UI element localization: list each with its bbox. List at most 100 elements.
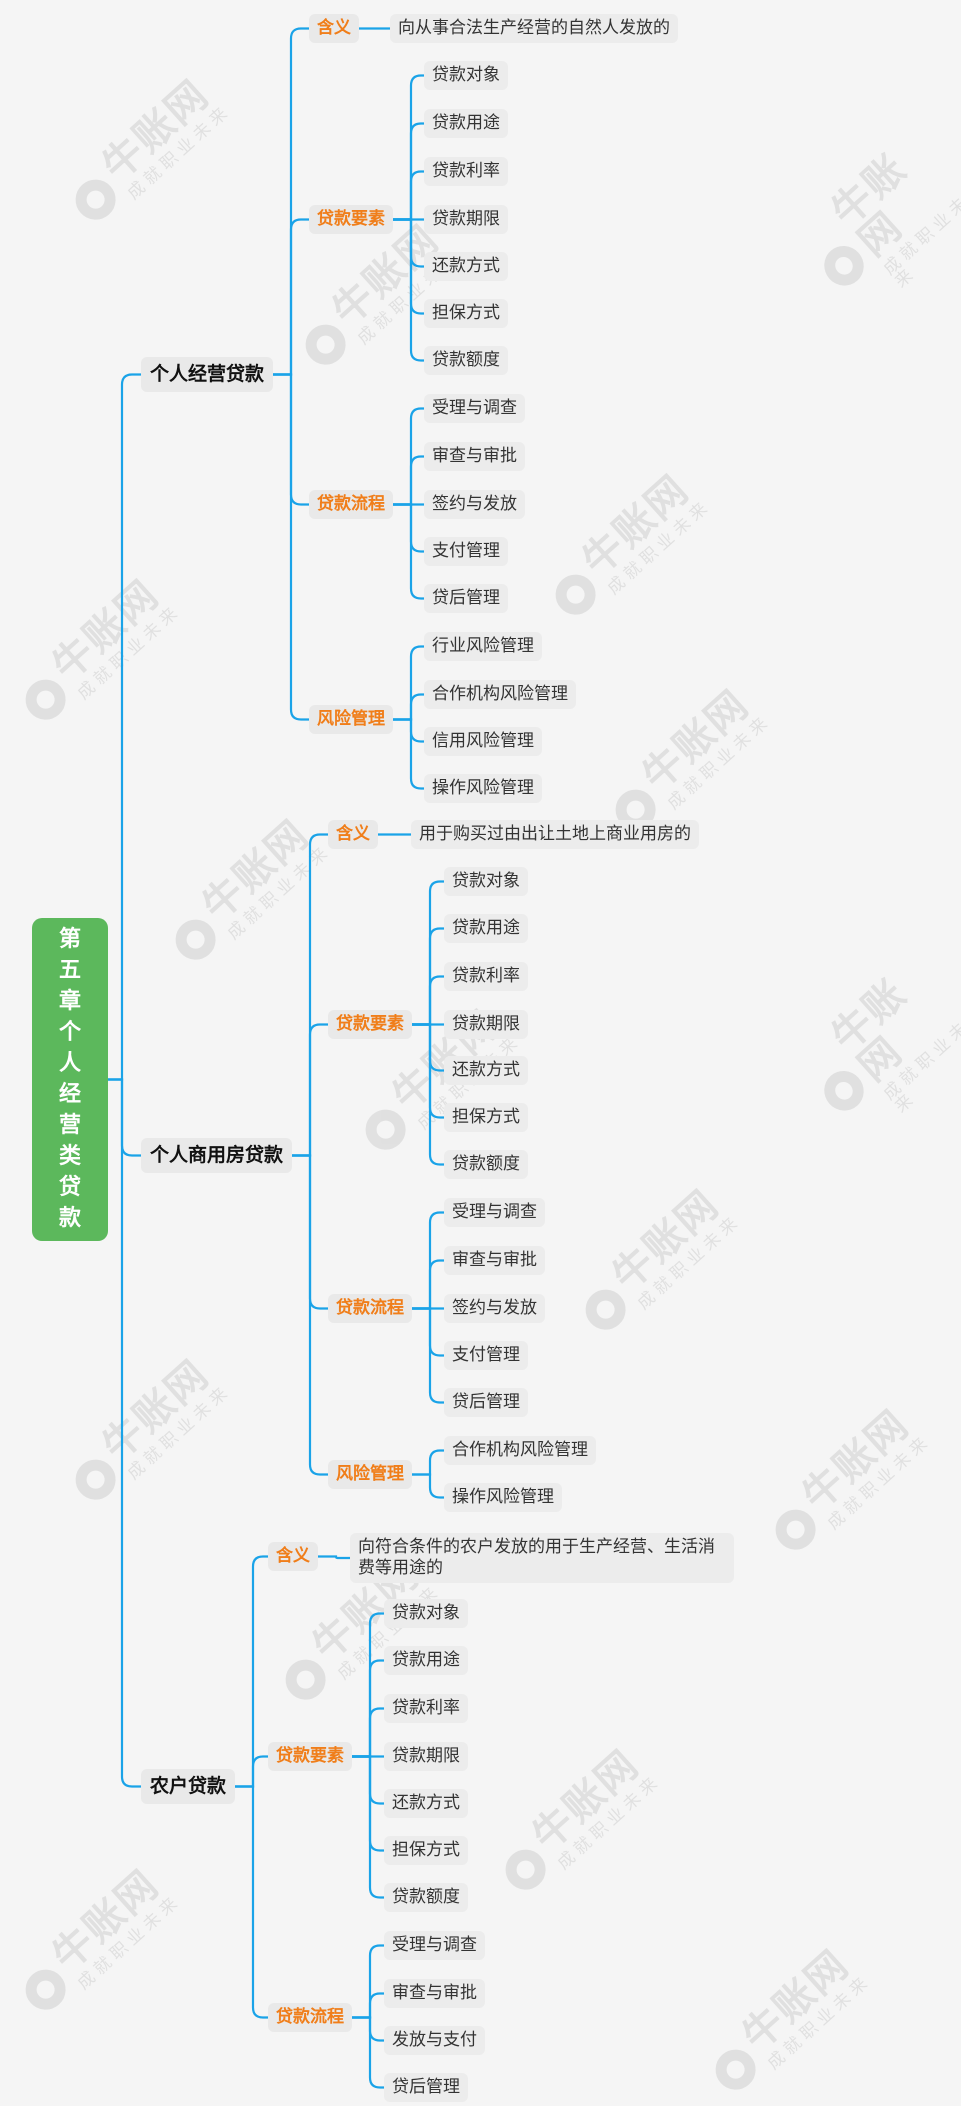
connector-line (106, 373, 143, 1081)
category-node-loan-process[interactable]: 贷款流程 (309, 490, 393, 519)
category-node-loan-elements[interactable]: 贷款要素 (268, 1742, 352, 1771)
leaf-node[interactable]: 贷款对象 (444, 867, 528, 896)
leaf-node[interactable]: 向符合条件的农户发放的用于生产经营、生活消费等用途的 (350, 1533, 734, 1583)
branch-node-commercial-property-loan[interactable]: 个人商用房贷款 (141, 1138, 293, 1173)
leaf-node[interactable]: 审查与审批 (384, 1979, 485, 2008)
leaf-node[interactable]: 操作风险管理 (444, 1483, 562, 1512)
leaf-node[interactable]: 贷款利率 (424, 157, 508, 186)
connector-line (410, 1449, 446, 1476)
leaf-node[interactable]: 贷款用途 (384, 1646, 468, 1675)
leaf-node[interactable]: 贷后管理 (444, 1388, 528, 1417)
leaf-node[interactable]: 操作风险管理 (424, 774, 542, 803)
connector-line (290, 833, 330, 1157)
connector-line (391, 218, 426, 268)
leaf-node[interactable]: 贷款期限 (384, 1742, 468, 1771)
connector-line (410, 975, 446, 1026)
leaf-node[interactable]: 贷款用途 (444, 914, 528, 943)
category-node-definition[interactable]: 含义 (309, 14, 359, 43)
leaf-node[interactable]: 支付管理 (424, 537, 508, 566)
connector-line (350, 1612, 386, 1758)
connector-line (350, 1944, 386, 2019)
connector-line (350, 1755, 386, 1899)
category-node-loan-process[interactable]: 贷款流程 (268, 2003, 352, 2032)
leaf-node[interactable]: 贷款利率 (444, 962, 528, 991)
connector-line (233, 1555, 270, 1788)
category-node-definition[interactable]: 含义 (268, 1542, 318, 1571)
leaf-node[interactable]: 贷后管理 (424, 584, 508, 613)
leaf-node[interactable]: 用于购买过由出让土地上商业用房的 (411, 820, 699, 849)
connector-line (391, 718, 426, 743)
connector-line (350, 1755, 386, 1805)
leaf-node[interactable]: 审查与审批 (444, 1246, 545, 1275)
leaf-node[interactable]: 签约与发放 (424, 490, 525, 519)
leaf-node[interactable]: 贷款额度 (444, 1150, 528, 1179)
leaf-node[interactable]: 还款方式 (384, 1789, 468, 1818)
connector-line (410, 1259, 446, 1310)
leaf-node[interactable]: 贷款利率 (384, 1694, 468, 1723)
connector-line (410, 880, 446, 1026)
leaf-node[interactable]: 担保方式 (384, 1836, 468, 1865)
leaf-node[interactable]: 合作机构风险管理 (444, 1436, 596, 1465)
leaf-node[interactable]: 审查与审批 (424, 442, 525, 471)
connector-line (316, 1555, 352, 1560)
leaf-node[interactable]: 受理与调查 (424, 394, 525, 423)
category-node-definition[interactable]: 含义 (328, 820, 378, 849)
connector-line (233, 1785, 270, 2019)
connector-line (410, 1307, 446, 1357)
branch-node-farmer-loan[interactable]: 农户贷款 (141, 1769, 236, 1804)
leaf-node[interactable]: 还款方式 (424, 252, 508, 281)
leaf-node[interactable]: 贷款额度 (424, 346, 508, 375)
leaf-node[interactable]: 贷款对象 (424, 61, 508, 90)
connector-line (290, 1154, 330, 1476)
root-node[interactable]: 第五章个人经营类贷款 (32, 918, 108, 1241)
connector-line (410, 1473, 446, 1499)
connector-line (271, 218, 311, 376)
connector-line (410, 1307, 446, 1404)
leaf-node[interactable]: 合作机构风险管理 (424, 680, 576, 709)
leaf-node[interactable]: 还款方式 (444, 1056, 528, 1085)
connector-line (391, 693, 426, 721)
leaf-node[interactable]: 受理与调查 (384, 1931, 485, 1960)
connector-line (350, 1659, 386, 1758)
connector-line (391, 455, 426, 506)
leaf-node[interactable]: 贷款额度 (384, 1883, 468, 1912)
connector-line (106, 1078, 143, 1157)
leaf-node[interactable]: 受理与调查 (444, 1198, 545, 1227)
leaf-node[interactable]: 贷款对象 (384, 1599, 468, 1628)
category-node-loan-process[interactable]: 贷款流程 (328, 1294, 412, 1323)
leaf-node[interactable]: 贷款用途 (424, 109, 508, 138)
connector-line (391, 503, 426, 600)
category-node-loan-elements[interactable]: 贷款要素 (328, 1010, 412, 1039)
connector-line (233, 1755, 270, 1788)
connector-line (410, 1023, 446, 1166)
connector-line (350, 2016, 386, 2042)
connector-line (391, 407, 426, 506)
connector-line (391, 645, 426, 721)
connector-line (106, 1078, 143, 1788)
leaf-node[interactable]: 信用风险管理 (424, 727, 542, 756)
leaf-node[interactable]: 向从事合法生产经营的自然人发放的 (390, 14, 678, 43)
connector-line (410, 1211, 446, 1310)
leaf-node[interactable]: 贷款期限 (444, 1010, 528, 1039)
connector-line (350, 1707, 386, 1758)
leaf-node[interactable]: 担保方式 (444, 1103, 528, 1132)
connector-line (391, 170, 426, 221)
leaf-node[interactable]: 担保方式 (424, 299, 508, 328)
category-node-risk-management[interactable]: 风险管理 (309, 705, 393, 734)
leaf-node[interactable]: 签约与发放 (444, 1294, 545, 1323)
branch-node-personal-business-loan[interactable]: 个人经营贷款 (141, 357, 274, 392)
leaf-node[interactable]: 发放与支付 (384, 2026, 485, 2055)
leaf-node[interactable]: 贷款期限 (424, 205, 508, 234)
connector-line (271, 27, 311, 376)
connector-line (271, 373, 311, 721)
connector-line (391, 74, 426, 221)
category-node-risk-management[interactable]: 风险管理 (328, 1460, 412, 1489)
leaf-node[interactable]: 行业风险管理 (424, 632, 542, 661)
connector-line (391, 122, 426, 221)
leaf-node[interactable]: 贷后管理 (384, 2073, 468, 2102)
category-node-loan-elements[interactable]: 贷款要素 (309, 205, 393, 234)
connector-line (410, 927, 446, 1026)
leaf-node[interactable]: 支付管理 (444, 1341, 528, 1370)
